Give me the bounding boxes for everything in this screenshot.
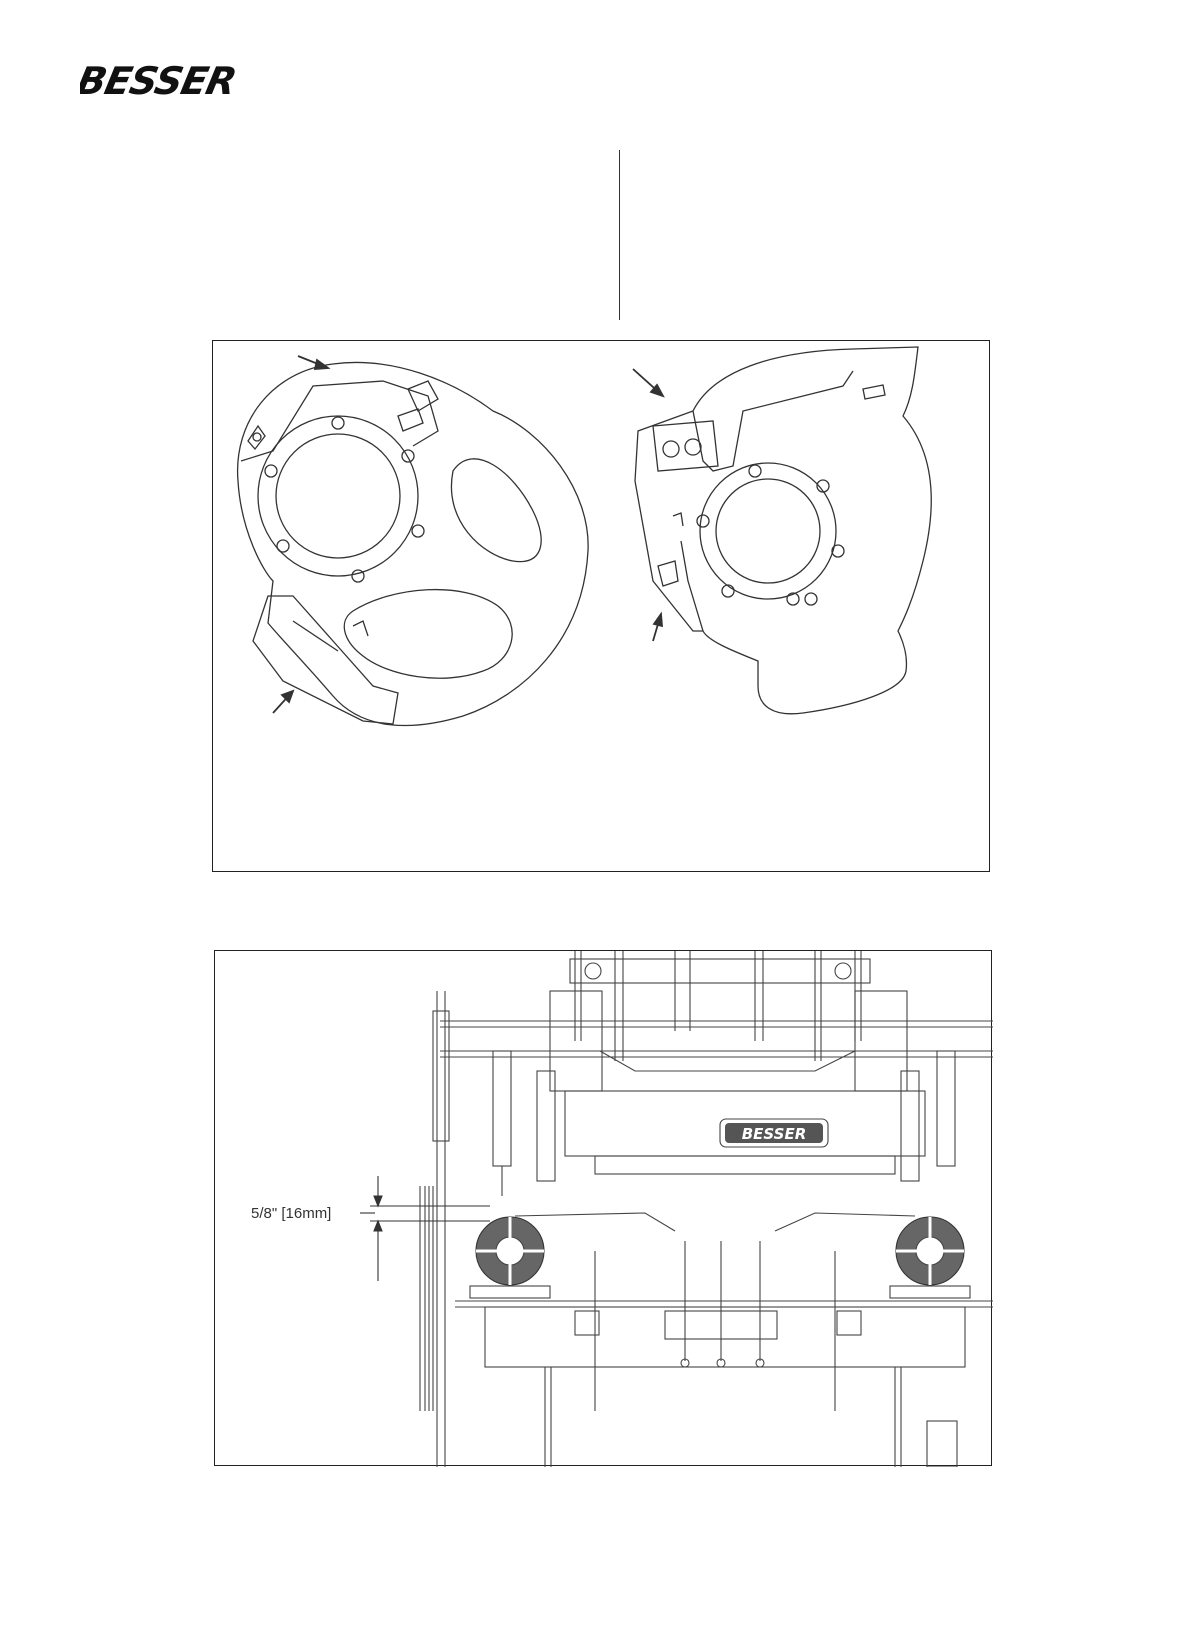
besser-logo-text: BESSER	[80, 60, 240, 100]
center-name-plate: BESSER	[719, 1118, 829, 1148]
left-guard-arrows	[272, 355, 331, 714]
guard-assembly-drawing	[236, 346, 932, 727]
dimension-label: 5/8" [16mm]	[251, 1205, 331, 1222]
horizontal-frame	[440, 990, 993, 1175]
plate-logo-text: BESSER	[742, 1125, 807, 1143]
lower-frame	[455, 1212, 993, 1467]
machine-frame-figure: BESSER	[214, 950, 993, 1467]
right-cylinder	[889, 1050, 971, 1299]
dimension-callout	[360, 1176, 490, 1281]
left-cylinder	[469, 1050, 556, 1299]
top-column-posts	[569, 951, 871, 1061]
right-guard-drawing	[634, 346, 932, 715]
right-guard-arrows	[632, 368, 665, 642]
guard-assembly-figure	[212, 340, 990, 872]
left-uprights	[419, 991, 450, 1467]
besser-logo: BESSER	[73, 59, 240, 104]
machine-frame-drawing: BESSER	[251, 951, 993, 1467]
left-guard-drawing	[236, 361, 589, 727]
vertical-divider	[619, 150, 620, 320]
